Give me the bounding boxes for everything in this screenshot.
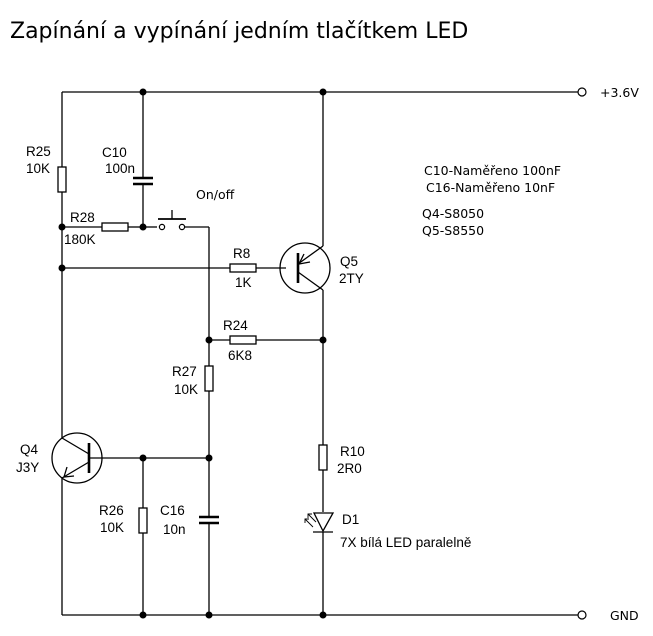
pushbutton-on-off: On/off [143, 187, 235, 340]
c10-ref: C10 [102, 145, 127, 160]
c16-value: 10n [163, 522, 186, 537]
r27-value: 10K [174, 382, 198, 397]
r24-ref: R24 [223, 318, 248, 333]
r25-value: 10K [26, 161, 50, 176]
resistor-r24: R24 6K8 [209, 318, 323, 363]
led-d1: D1 7X bílá LED paralelně [304, 512, 471, 615]
junction-dot [205, 454, 213, 462]
d1-ref: D1 [342, 512, 359, 527]
r8-ref: R8 [233, 246, 250, 261]
r10-ref: R10 [340, 444, 365, 459]
q4-value: J3Y [16, 460, 39, 475]
resistor-r28: R28 180K [62, 210, 143, 247]
note-c16: C16-Naměřeno 10nF [426, 180, 555, 195]
gnd-terminal [577, 610, 587, 620]
r10-value: 2R0 [337, 461, 362, 476]
schematic-title: Zapínání a vypínání jedním tlačítkem LED [10, 19, 468, 44]
r8-value: 1K [235, 275, 252, 290]
vcc-label: +3.6V [600, 85, 639, 100]
c16-ref: C16 [160, 503, 185, 518]
capacitor-c10: C10 100n [102, 92, 153, 227]
c10-value: 100n [105, 161, 135, 176]
r26-ref: R26 [99, 503, 124, 518]
q4-ref: Q4 [20, 442, 39, 457]
q5-value: 2TY [339, 271, 364, 286]
r26-value: 10K [100, 520, 124, 535]
vcc-terminal [577, 87, 587, 97]
resistor-r25: R25 10K [26, 144, 67, 193]
r28-value: 180K [64, 232, 96, 247]
r28-ref: R28 [70, 210, 95, 225]
pushbutton-label: On/off [196, 187, 235, 202]
d1-value: 7X bílá LED paralelně [340, 535, 471, 550]
transistor-q5: Q5 2TY [279, 92, 364, 445]
vcc-rail: +3.6V [62, 85, 639, 100]
r27-ref: R27 [172, 364, 197, 379]
capacitor-c16: C16 10n [160, 503, 219, 615]
q5-ref: Q5 [340, 254, 358, 269]
resistor-r8: R8 1K [62, 246, 286, 290]
r24-value: 6K8 [228, 348, 252, 363]
r25-ref: R25 [26, 144, 51, 159]
resistor-r10: R10 2R0 [318, 444, 365, 512]
resistor-r26: R26 10K [99, 458, 148, 615]
gnd-rail: GND [62, 608, 639, 623]
note-q5: Q5-S8550 [422, 223, 484, 238]
gnd-label: GND [610, 608, 639, 623]
notes: C10-Naměřeno 100nF C16-Naměřeno 10nF Q4-… [422, 163, 561, 238]
junction-dot [319, 336, 327, 344]
transistor-q4: Q4 J3Y [16, 432, 209, 484]
note-q4: Q4-S8050 [422, 206, 484, 221]
note-c10: C10-Naměřeno 100nF [424, 163, 561, 178]
resistor-r27: R27 10K [172, 340, 214, 517]
